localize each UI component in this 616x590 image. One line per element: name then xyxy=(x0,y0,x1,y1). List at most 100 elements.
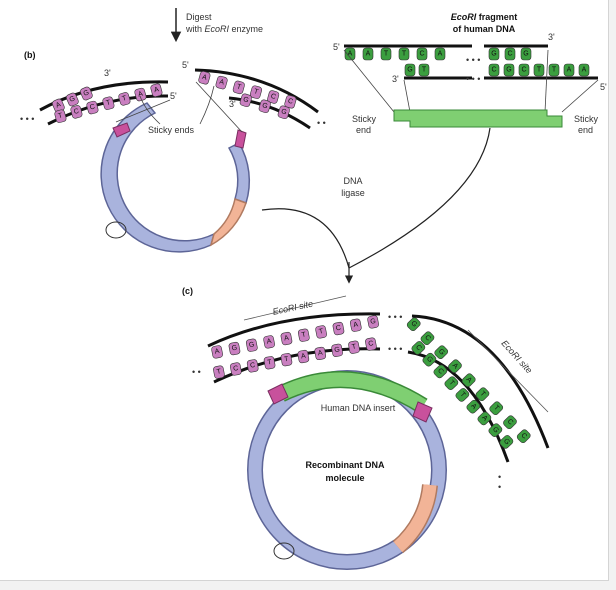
nucleotide-letter: G xyxy=(506,67,511,74)
plasmid-marker-gene xyxy=(209,198,247,247)
nucleotide-letter: T xyxy=(478,390,486,398)
nucleotide-letter: C xyxy=(436,367,445,375)
c-left-ellipsis: • • xyxy=(192,367,201,377)
nucleotide-tile: G xyxy=(66,92,79,107)
nucleotide-tile: A xyxy=(349,318,362,332)
nucleotide-letter: A xyxy=(451,362,459,370)
nucleotide-tile: G xyxy=(258,99,271,114)
nucleotide-tile: T xyxy=(102,96,115,110)
left-end-guide xyxy=(115,99,171,123)
nucleotide-tile: C xyxy=(516,429,531,444)
nucleotide-letter: C xyxy=(233,365,239,373)
sticky-ends-label: Sticky ends xyxy=(148,125,195,135)
nucleotide-letter: C xyxy=(423,334,432,343)
nucleotide-letter: A xyxy=(218,79,225,87)
c-right-ellipsis: • xyxy=(498,472,501,482)
nucleotide-tile: C xyxy=(229,362,242,376)
c-mid-ellipsis-top: • • • xyxy=(388,312,402,322)
nucleotide-letter: C xyxy=(521,67,526,74)
human-insert-label: Human DNA insert xyxy=(321,403,396,413)
nucleotide-tile: A xyxy=(578,63,590,77)
nucleotide-tile: C xyxy=(365,337,377,351)
nucleotide-letter: A xyxy=(480,414,489,422)
nucleotide-tile: C xyxy=(488,63,500,77)
nucleotide-tile: C xyxy=(332,321,345,336)
nucleotide-tile: T xyxy=(489,401,504,416)
nucleotide-letter: T xyxy=(253,88,260,96)
nucleotide-letter: C xyxy=(250,362,256,370)
nucleotide-tile: A xyxy=(563,63,575,77)
nucleotide-letter: G xyxy=(82,89,90,98)
nucleotide-letter: A xyxy=(300,353,306,361)
nucleotide-letter: T xyxy=(105,99,112,107)
nucleotide-letter: T xyxy=(351,343,357,351)
recombinant-site-left xyxy=(267,383,289,405)
panel-c-label: (c) xyxy=(182,286,193,296)
nucleotide-letter: G xyxy=(370,318,377,326)
nucleotide-tile: A xyxy=(344,47,356,61)
nucleotide-letter: A xyxy=(214,348,220,356)
nucleotide-tile: G xyxy=(404,63,416,77)
plasmid-origin-loop xyxy=(105,221,127,239)
nucleotide-tile: C xyxy=(433,364,448,379)
nucleotide-letter: G xyxy=(491,51,496,58)
nucleotide-letter: G xyxy=(425,355,434,364)
fragment-title: EcoRI fragment xyxy=(451,12,518,22)
fragment-3prime-left: 3' xyxy=(392,74,399,84)
ecori-site-label-top: EcoRI site xyxy=(272,299,314,317)
nucleotide-tile: T xyxy=(455,388,470,402)
nucleotide-letter: G xyxy=(280,108,287,116)
nucleotide-tile: G xyxy=(245,338,258,352)
fragment-subtitle: of human DNA xyxy=(453,24,516,34)
nucleotide-letter: A xyxy=(317,350,323,358)
ecori-site-label-right: EcoRI site xyxy=(499,338,534,375)
fragment-guide-3 xyxy=(544,49,549,113)
nucleotide-tile: G xyxy=(239,93,252,108)
ecori-site-bracket-right xyxy=(467,329,549,413)
nucleotide-tile: G xyxy=(434,345,449,360)
nucleotide-tile: A xyxy=(134,87,147,102)
nucleotide-tile: A xyxy=(215,75,228,90)
nucleotide-letter: G xyxy=(231,345,238,353)
nucleotide-letter: T xyxy=(447,379,456,387)
nucleotide-letter: G xyxy=(409,320,418,329)
nucleotide-letter: C xyxy=(519,432,528,441)
nucleotide-tile: T xyxy=(444,376,459,390)
nucleotide-tile: C xyxy=(420,331,435,346)
nucleotide-tile: G xyxy=(488,423,503,437)
nucleotide-letter: A xyxy=(137,90,144,98)
sticky-end-left-label-2: end xyxy=(356,125,371,135)
nucleotide-letter: T xyxy=(552,67,557,74)
nucleotide-letter: G xyxy=(502,438,511,447)
nucleotide-letter: T xyxy=(121,95,128,103)
nucleotide-letter: C xyxy=(73,108,80,116)
digest-enzyme-label: with EcoRI enzyme xyxy=(185,24,263,34)
c-right-top-strand xyxy=(411,314,550,449)
nucleotide-letter: A xyxy=(465,376,473,384)
nucleotide-letter: T xyxy=(301,331,307,339)
nucleotide-tile: G xyxy=(488,47,500,61)
nucleotide-tile: A xyxy=(461,373,476,388)
nucleotide-tile: A xyxy=(448,359,462,374)
nucleotide-tile: T xyxy=(118,92,131,106)
ligase-arrow-from-fragment xyxy=(348,127,491,269)
fragment-guide-1 xyxy=(343,49,395,113)
recombinant-plasmid xyxy=(247,370,447,570)
sticky-end-right-label: Sticky xyxy=(574,114,599,124)
ecori-site-left xyxy=(112,122,131,138)
nucleotide-letter: A xyxy=(55,101,62,109)
sticky-end-left-label: Sticky xyxy=(352,114,377,124)
digest-label: Digest xyxy=(186,12,212,22)
ecori-site-right xyxy=(234,129,247,149)
nucleotide-tile: G xyxy=(503,63,515,77)
nucleotide-letter: T xyxy=(267,359,273,367)
nucleotide-tile: A xyxy=(466,399,481,414)
nucleotide-letter: T xyxy=(236,83,243,91)
recombinant-label-2: molecule xyxy=(325,473,364,483)
nucleotide-tile: A xyxy=(198,71,211,85)
nucleotide-letter: C xyxy=(368,340,374,348)
nucleotide-letter: G xyxy=(523,51,528,58)
left-5prime-label: 5' xyxy=(170,91,177,101)
figure-panel: Digest with EcoRI enzyme (b) EcoRI fragm… xyxy=(0,0,609,581)
fragment-ellipsis-top: • • • xyxy=(466,55,480,65)
